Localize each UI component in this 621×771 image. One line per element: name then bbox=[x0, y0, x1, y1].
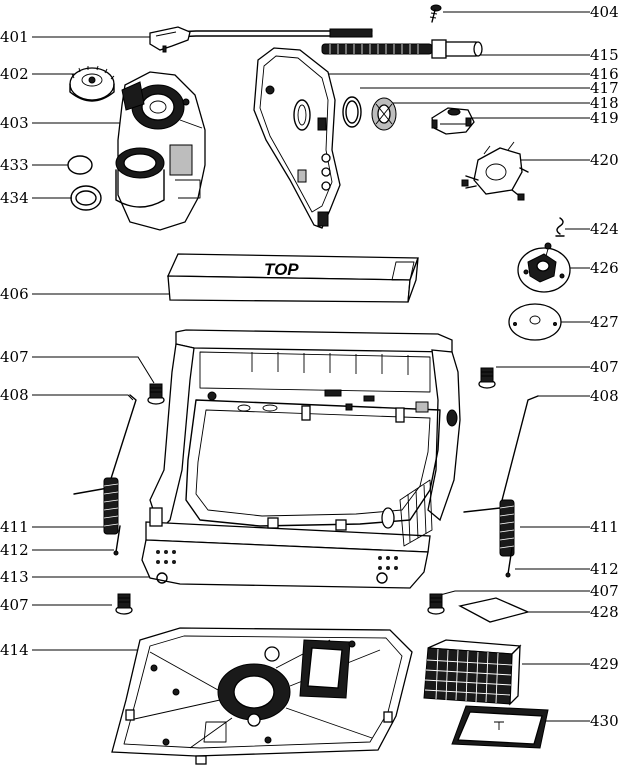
callout-406: 406 bbox=[0, 285, 29, 303]
bracket-420-part bbox=[461, 141, 529, 201]
callout-402: 402 bbox=[0, 65, 29, 83]
callout-412-left: 412 bbox=[0, 541, 29, 559]
callout-428: 428 bbox=[590, 603, 619, 621]
callout-407-right-top: 407 bbox=[590, 358, 619, 376]
tray-430-part bbox=[451, 705, 549, 749]
dial-knob-part bbox=[69, 65, 115, 102]
callout-424: 424 bbox=[590, 220, 619, 238]
pin-412-right bbox=[505, 547, 513, 578]
packing-box-406-part: TOP bbox=[166, 253, 419, 303]
seal-ring-434-part bbox=[70, 185, 102, 211]
callout-labels: 401 402 403 433 434 406 407 408 411 412 … bbox=[0, 3, 619, 730]
rod-408-right bbox=[463, 395, 539, 513]
clip-424-part bbox=[555, 217, 565, 237]
screw-404-part bbox=[429, 4, 442, 23]
callout-408-left: 408 bbox=[0, 386, 29, 404]
callout-417: 417 bbox=[590, 79, 619, 97]
callout-404: 404 bbox=[590, 3, 619, 21]
callout-416: 416 bbox=[590, 65, 619, 83]
callout-403: 403 bbox=[0, 114, 29, 132]
callout-418: 418 bbox=[590, 94, 619, 112]
valve-419-part bbox=[431, 107, 475, 135]
callout-412-right: 412 bbox=[590, 560, 619, 578]
callout-407-right-bottom: 407 bbox=[590, 582, 619, 600]
filter-429-part bbox=[423, 639, 522, 706]
callout-407-left-top: 407 bbox=[0, 348, 29, 366]
pad-428-part bbox=[458, 597, 530, 623]
grommet-418-part bbox=[371, 97, 397, 131]
side-panel-part bbox=[253, 47, 341, 229]
spring-411-left bbox=[103, 477, 119, 535]
callout-430: 430 bbox=[590, 712, 619, 730]
ring-417-part bbox=[342, 96, 362, 128]
callout-427: 427 bbox=[590, 313, 619, 331]
o-ring-433-part bbox=[67, 155, 93, 175]
foot-407-right-bottom bbox=[427, 593, 445, 615]
box-top-text: TOP bbox=[264, 260, 299, 279]
main-frame-413-part bbox=[141, 329, 461, 589]
callout-411-left: 411 bbox=[0, 518, 29, 536]
callout-420: 420 bbox=[590, 151, 619, 169]
base-plate-414-part bbox=[111, 627, 413, 765]
foot-407-right-top bbox=[478, 367, 496, 389]
foot-407-left-top bbox=[147, 383, 165, 405]
plate-427-part bbox=[508, 303, 562, 341]
power-cord-part bbox=[149, 26, 373, 53]
callout-411-right: 411 bbox=[590, 518, 619, 536]
callout-415: 415 bbox=[590, 46, 619, 64]
callout-429: 429 bbox=[590, 655, 619, 673]
callout-408-right: 408 bbox=[590, 387, 619, 405]
leader-lines bbox=[32, 11, 590, 722]
callout-414: 414 bbox=[0, 641, 29, 659]
spring-411-right bbox=[499, 499, 515, 557]
callout-419: 419 bbox=[590, 109, 619, 127]
foot-407-left-bottom bbox=[115, 593, 133, 615]
callout-426: 426 bbox=[590, 259, 619, 277]
motor-housing-part bbox=[115, 71, 206, 231]
callout-434: 434 bbox=[0, 189, 29, 207]
pin-412-left bbox=[113, 525, 121, 556]
drain-hose-part bbox=[321, 39, 483, 59]
callout-407-left-bottom: 407 bbox=[0, 596, 29, 614]
callout-401: 401 bbox=[0, 28, 29, 46]
callout-413: 413 bbox=[0, 568, 29, 586]
callout-433: 433 bbox=[0, 156, 29, 174]
rotor-426-part bbox=[517, 242, 571, 293]
rod-408-left bbox=[73, 394, 137, 495]
